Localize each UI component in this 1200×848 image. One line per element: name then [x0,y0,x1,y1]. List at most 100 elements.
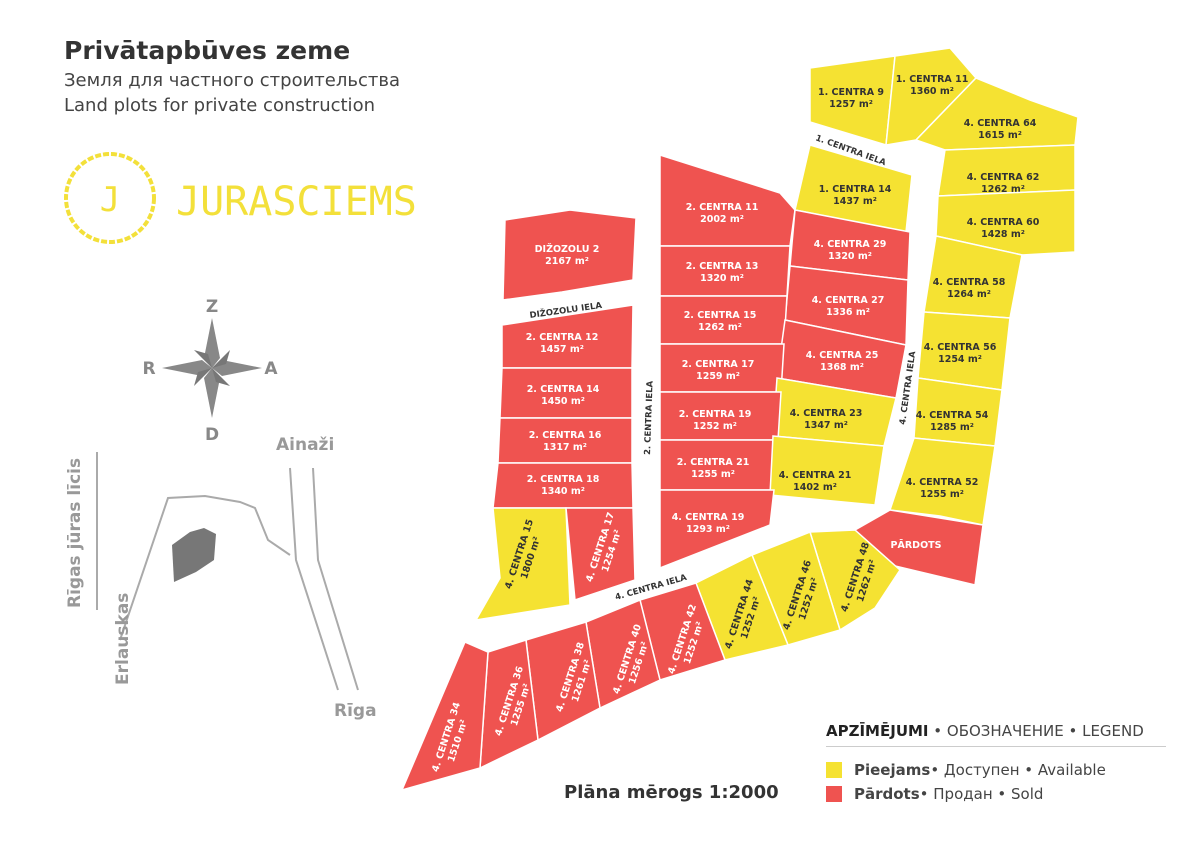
plot-shape[interactable] [659,489,775,570]
legend-title-rest: • ОБОЗНАЧЕНИЕ • LEGEND [928,722,1144,740]
plot-area: 1257 m² [829,99,873,110]
plot-name: 2. CENTRA 14 [527,384,600,395]
legend-available-rest: • Доступен • Available [930,761,1106,779]
plot-area: 1285 m² [930,422,974,433]
plot-area: 1402 m² [793,482,837,493]
compass-east: A [264,359,278,379]
plot-area: 1340 m² [541,486,585,497]
plot-area: 1347 m² [804,420,848,431]
plot-name: 4. CENTRA 21 [779,470,852,481]
plot-name: PĀRDOTS [891,540,942,551]
plot-area: 1457 m² [540,344,584,355]
gulf-label: Rīgas jūras līcis [65,458,85,608]
subtitle-ru: Земля для частного строительства [64,70,400,91]
plot-area: 1428 m² [981,229,1025,240]
erlauskas-label: Erlauskas [113,593,133,685]
plot-name: 1. CENTRA 14 [819,184,892,195]
plot-name: 2. CENTRA 16 [529,430,602,441]
plot-name: 2. CENTRA 18 [527,474,600,485]
plot-name: 1. CENTRA 9 [818,87,884,98]
plot-area: 1262 m² [981,184,1025,195]
plot-area: 1252 m² [693,421,737,432]
page-title: Privātapbūves zeme [64,36,351,65]
plot-name: 4. CENTRA 62 [967,172,1040,183]
plot-area: 1368 m² [820,362,864,373]
plot-area: 1293 m² [686,524,730,535]
plot-area: 1360 m² [910,86,954,97]
plot-area: 1259 m² [696,371,740,382]
plot-shape[interactable] [935,189,1076,256]
plot-area: 1320 m² [700,273,744,284]
plot-name: 2. CENTRA 17 [682,359,755,370]
plot-name: 2. CENTRA 21 [677,457,750,468]
plot-area: 1615 m² [978,130,1022,141]
legend-title: APZĪMĒJUMI • ОБОЗНАЧЕНИЕ • LEGEND [826,722,1166,747]
plot-name: 2. CENTRA 19 [679,409,752,420]
plot-area: 1320 m² [828,251,872,262]
plot-shape[interactable] [794,144,913,233]
legend-sold-bold: Pārdots [854,785,920,803]
legend-available: Pieejams • Доступен • Available [826,761,1106,779]
logo-circle [64,152,156,244]
logo: J JURASCIEMS [64,152,417,244]
plot-name: 4. CENTRA 27 [812,295,885,306]
subtitle-en: Land plots for private construction [64,95,375,116]
plot-name: 1. CENTRA 11 [896,74,969,85]
plot-shape[interactable] [502,209,637,301]
legend-sold-swatch [826,786,842,802]
map-scale: Plāna mērogs 1:2000 [564,782,779,803]
plot-shape[interactable] [474,507,571,621]
compass-south: D [205,425,219,445]
plot-area: 1255 m² [691,469,735,480]
plot-name: 4. CENTRA 58 [933,277,1006,288]
plot-name: 4. CENTRA 29 [814,239,887,250]
plot-name: 4. CENTRA 56 [924,342,997,353]
plot-name: 4. CENTRA 25 [806,350,879,361]
plot-name: DIŽOZOLU 2 [535,243,600,255]
plot-name: 4. CENTRA 54 [916,410,989,421]
plot-name: 2. CENTRA 15 [684,310,757,321]
plot-area: 1450 m² [541,396,585,407]
plot-shape[interactable] [659,153,796,247]
plot-shape[interactable] [888,437,996,526]
plot-name: 2. CENTRA 13 [686,261,759,272]
plot-name: 4. CENTRA 64 [964,118,1037,129]
plot-name: 2. CENTRA 12 [526,332,599,343]
plot-name: 4. CENTRA 19 [672,512,745,523]
legend-sold-rest: • Продан • Sold [919,785,1044,803]
plot-shape[interactable] [400,641,489,792]
legend-available-swatch [826,762,842,778]
legend-sold: Pārdots • Продан • Sold [826,785,1043,803]
settlement-shape [172,528,216,582]
plot-shape[interactable] [565,507,636,602]
plot-area: 1317 m² [543,442,587,453]
logo-name: JURASCIEMS [176,179,417,225]
plot-area: 1437 m² [833,196,877,207]
plot-shape[interactable] [769,435,885,506]
plot-area: 2002 m² [700,214,744,225]
